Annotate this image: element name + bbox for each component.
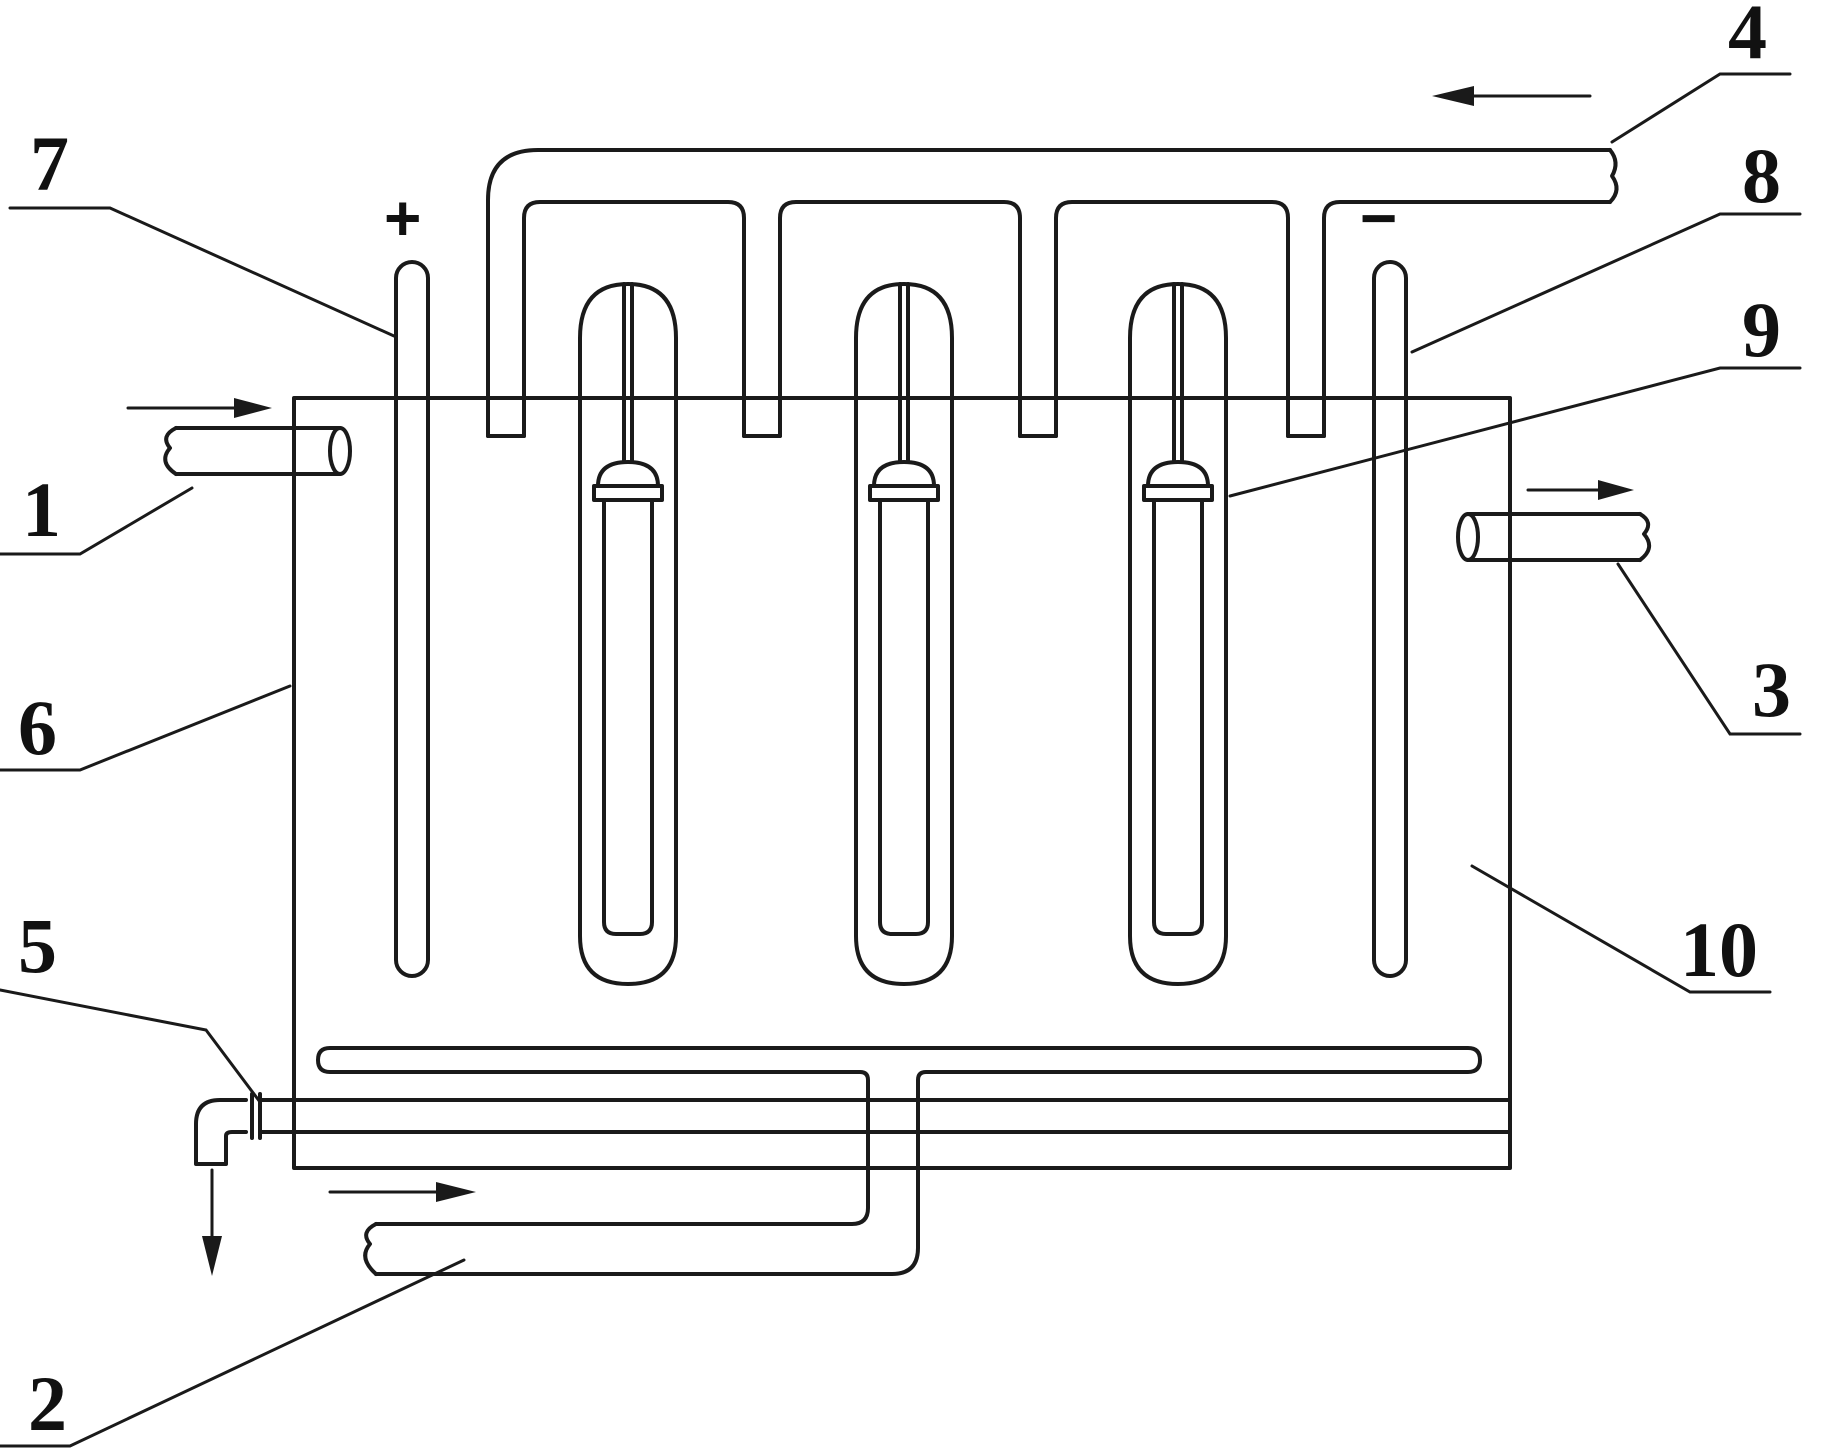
negative-electrode — [1372, 260, 1408, 978]
negative-sign: − — [1360, 182, 1397, 254]
label-5: 5 — [18, 902, 57, 989]
label-6: 6 — [18, 684, 57, 771]
tank-body — [292, 396, 1512, 1170]
u-tube-cell-1 — [578, 282, 678, 986]
leader-lines — [0, 72, 1802, 1448]
label-10: 10 — [1680, 906, 1758, 993]
drain-pipe-5 — [194, 1092, 1512, 1166]
positive-electrode — [394, 260, 430, 978]
label-9: 9 — [1742, 286, 1781, 373]
inlet-pipe-1 — [163, 426, 352, 476]
pipe-break-bottom — [363, 1222, 378, 1276]
positive-sign: + — [384, 182, 421, 254]
label-8: 8 — [1742, 132, 1781, 219]
outlet-pipe-3 — [1456, 512, 1652, 562]
bottom-sparger — [316, 1046, 1482, 1276]
pipe-break-top — [1608, 148, 1619, 204]
top-manifold-inner — [522, 200, 1612, 438]
flow-arrows — [126, 86, 1634, 1276]
top-manifold-pipe — [486, 148, 1612, 438]
label-1: 1 — [22, 466, 61, 553]
label-4: 4 — [1728, 0, 1767, 75]
label-3: 3 — [1752, 646, 1791, 733]
label-2: 2 — [28, 1360, 67, 1447]
u-tube-cell-3 — [1128, 282, 1228, 986]
label-7: 7 — [30, 120, 69, 207]
u-tube-cell-2 — [854, 282, 954, 986]
